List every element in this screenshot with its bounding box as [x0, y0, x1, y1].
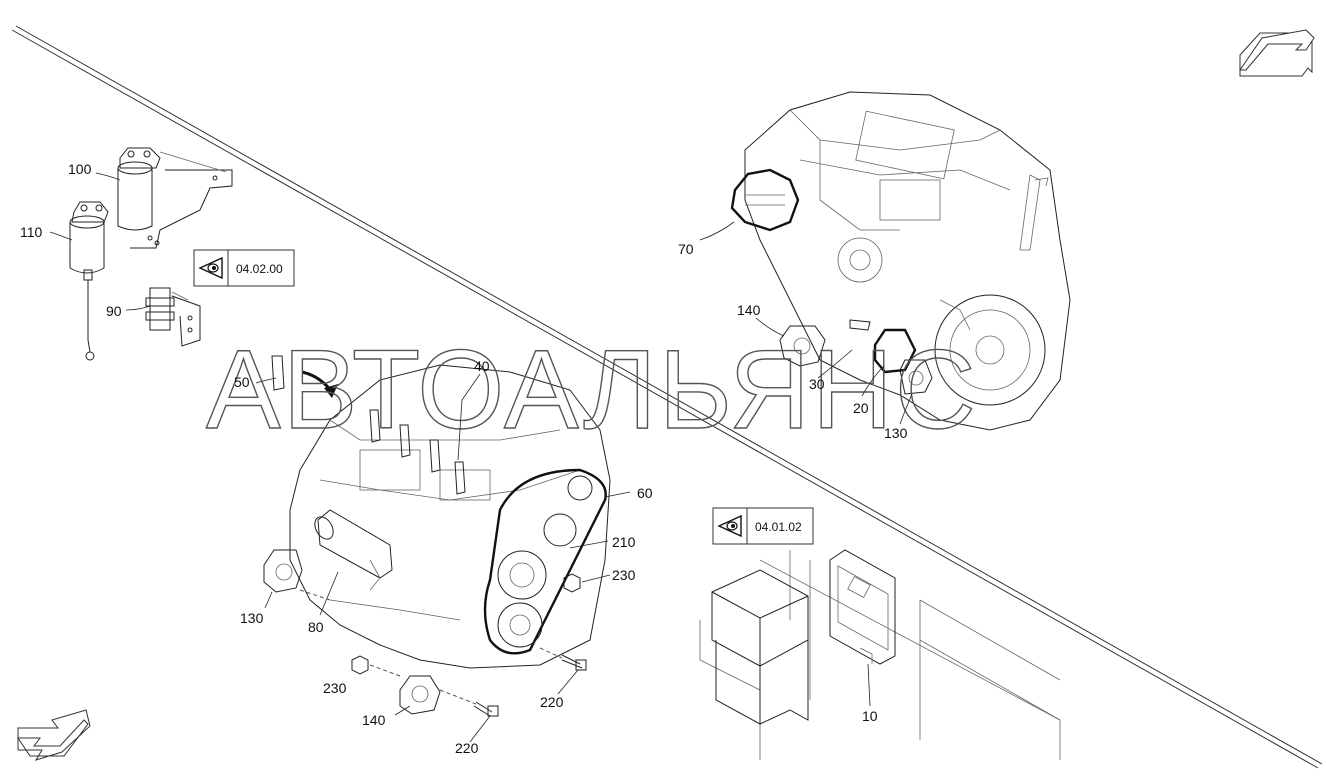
- callout-130: 130: [884, 425, 908, 441]
- callout-10: 10: [862, 708, 878, 724]
- engine-front-view: [263, 355, 611, 717]
- callout-220: 220: [455, 740, 479, 756]
- callout-50: 50: [234, 374, 250, 390]
- callout-60: 60: [637, 485, 653, 501]
- callout-30: 30: [809, 376, 825, 392]
- separator-line: [11, 25, 1323, 769]
- reference-box-04-02-00[interactable]: 04.02.00: [193, 249, 295, 287]
- reference-box-04-01-02[interactable]: 04.01.02: [712, 507, 814, 545]
- callout-140: 140: [362, 712, 386, 728]
- callout-210: 210: [612, 534, 636, 550]
- callout-40: 40: [474, 358, 490, 374]
- navigation-arrow-icon[interactable]: [1239, 29, 1315, 77]
- eye-view-icon: [717, 514, 742, 538]
- callout-140: 140: [737, 302, 761, 318]
- leader-lines: [49, 172, 913, 743]
- callout-90: 90: [106, 303, 122, 319]
- engine-rear-view: [730, 91, 1071, 431]
- callout-70: 70: [678, 241, 694, 257]
- navigation-arrow-icon[interactable]: [17, 709, 91, 761]
- fuel-filter-group: [69, 147, 233, 361]
- callout-220: 220: [540, 694, 564, 710]
- callout-110: 110: [20, 224, 43, 240]
- reference-label: 04.01.02: [755, 520, 802, 534]
- callout-80: 80: [308, 619, 324, 635]
- callout-230: 230: [612, 567, 636, 583]
- callout-130: 130: [240, 610, 264, 626]
- callout-20: 20: [853, 400, 869, 416]
- eye-view-icon: [198, 256, 223, 280]
- callout-labels: 100 110 90 50 40 60 210 230 130 80 230 1…: [20, 161, 908, 756]
- callout-230: 230: [323, 680, 347, 696]
- watermark: АВТОАЛЬЯНС: [206, 327, 978, 452]
- callout-100: 100: [68, 161, 92, 177]
- ecu-group: [699, 549, 1061, 760]
- reference-label: 04.02.00: [236, 262, 283, 276]
